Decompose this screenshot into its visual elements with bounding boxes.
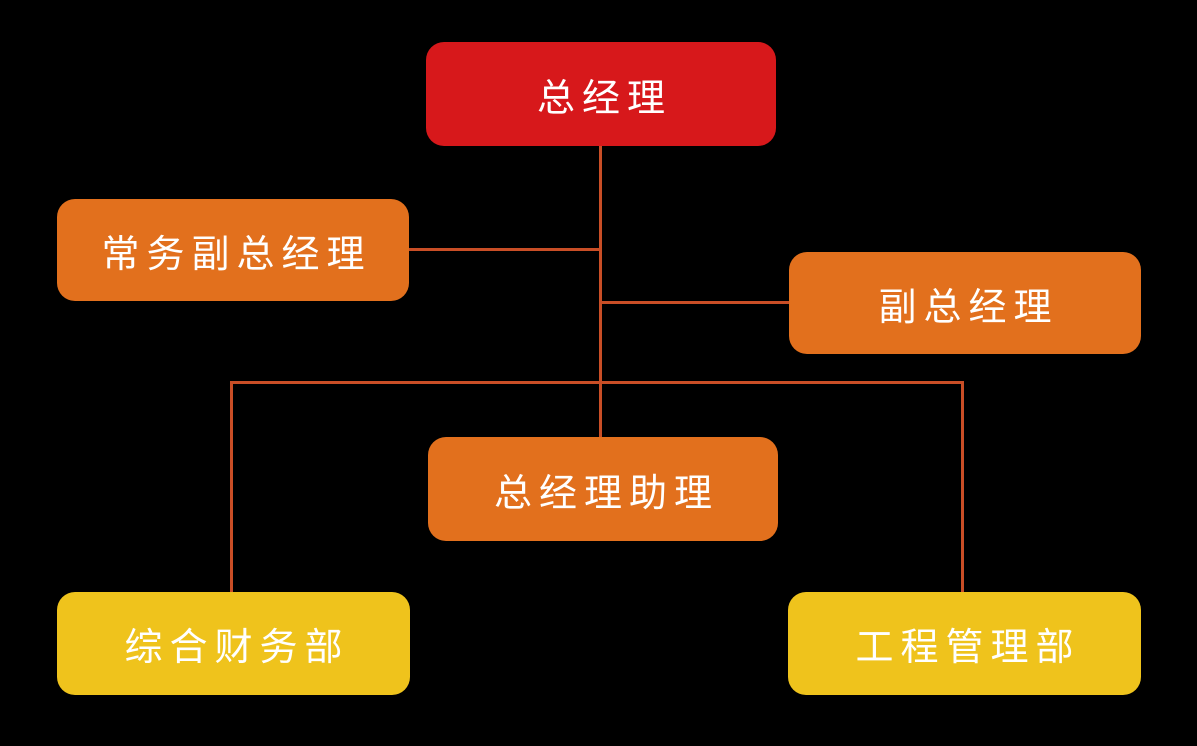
connector-deputy-gm [600,301,789,304]
org-node-label: 综合财务部 [124,627,350,669]
org-node-deputy-general-manager: 副总经理 [789,252,1141,354]
org-node-general-manager-assistant: 总经理助理 [428,437,778,541]
org-node-engineering-department: 工程管理部 [788,592,1141,695]
connector-engineering-dept [961,381,964,592]
org-node-label: 总经理 [536,77,672,120]
org-node-executive-deputy-general-manager: 常务副总经理 [57,199,409,301]
org-node-label: 总经理助理 [493,472,719,515]
connector-bottom-span [230,381,964,384]
org-node-general-manager: 总经理 [426,42,776,146]
connector-executive-deputy-gm [409,248,601,251]
connector-center-vertical [599,146,602,437]
org-node-finance-department: 综合财务部 [57,592,410,695]
org-node-label: 常务副总经理 [101,233,372,276]
org-node-label: 工程管理部 [855,627,1081,669]
org-node-label: 副总经理 [878,286,1059,329]
connector-finance-dept [230,381,233,592]
